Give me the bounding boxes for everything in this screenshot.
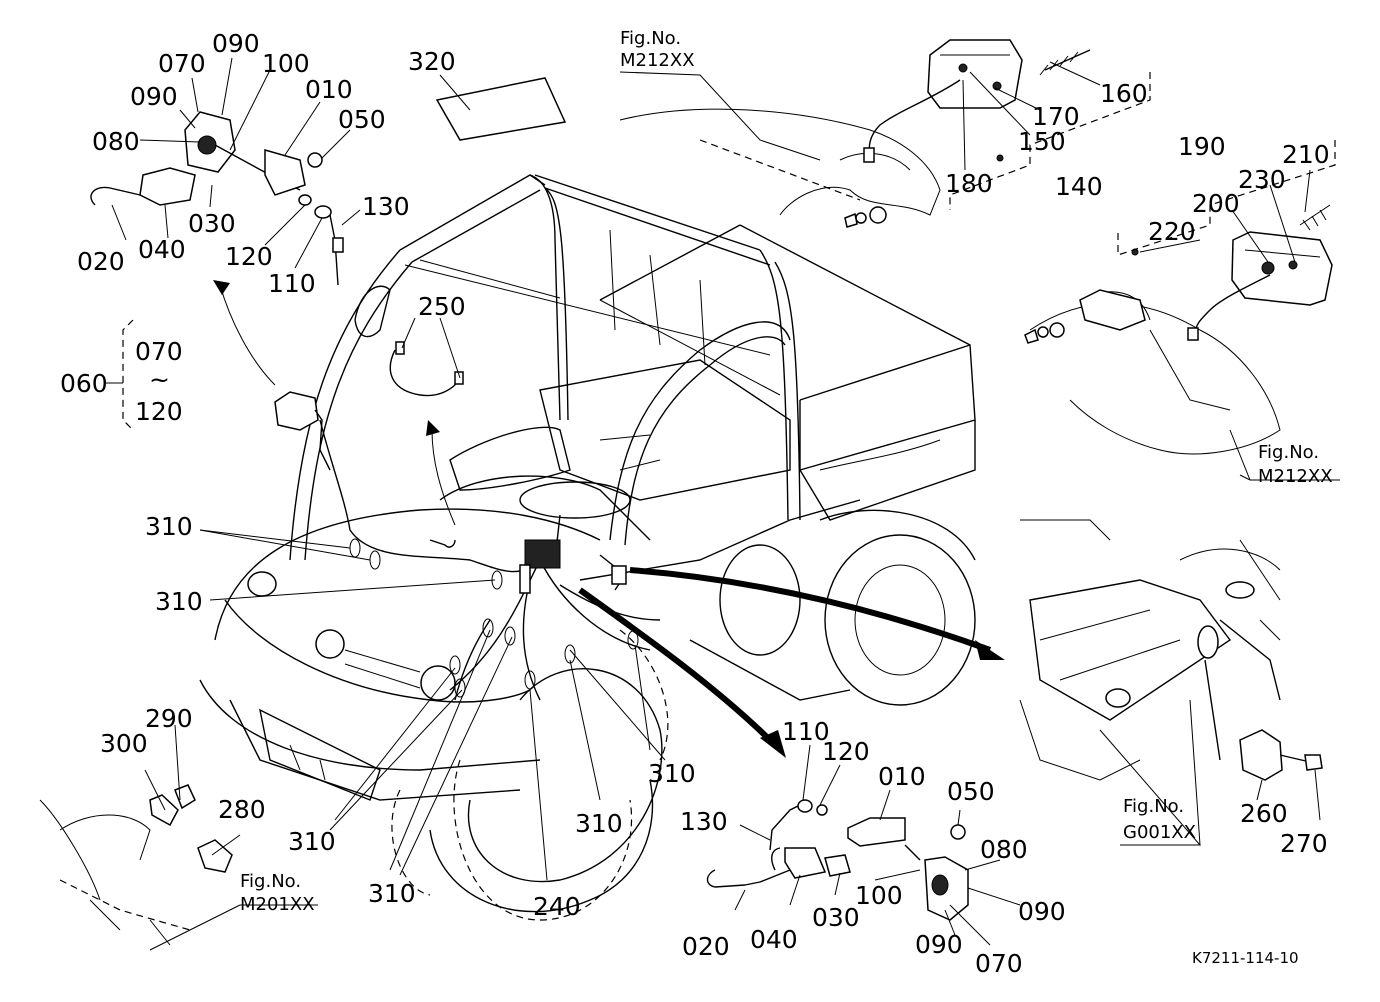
part-label: 280 — [218, 795, 266, 824]
part-label: 050 — [338, 105, 386, 134]
fig-ref-g001-title: Fig.No. — [1123, 796, 1184, 817]
part-label: 110 — [268, 269, 316, 298]
part-label: 090 — [1018, 897, 1066, 926]
part-label: 070 — [975, 949, 1023, 978]
part-label: 290 — [145, 704, 193, 733]
leader-lines — [111, 57, 1340, 951]
part-label: 110 — [782, 717, 830, 746]
part-label: 070 — [135, 337, 183, 366]
part-label: 080 — [92, 127, 140, 156]
part-label: 100 — [262, 49, 310, 78]
part-label: 090 — [915, 930, 963, 959]
lamp-assembly-lower-right — [706, 799, 969, 921]
part-label: 310 — [145, 512, 193, 541]
part-label: 010 — [878, 762, 926, 791]
tail-light-right — [1024, 204, 1333, 344]
part-label: 120 — [822, 737, 870, 766]
part-label: 010 — [305, 75, 353, 104]
decal-320 — [435, 77, 567, 141]
part-label: 240 — [533, 892, 581, 921]
fig-ref-m201-code: M201XX — [240, 894, 315, 915]
fig-ref-right-title: Fig.No. — [1258, 442, 1319, 463]
fig-ref-right-code: M212XX — [1258, 466, 1333, 487]
part-label: 310 — [155, 587, 203, 616]
fig-ref-g001-code: G001XX — [1123, 822, 1196, 843]
range-tilde: ~ — [149, 365, 170, 394]
part-label: 120 — [225, 242, 273, 271]
drawing-code: K7211-114-10 — [1192, 949, 1299, 967]
part-label: 040 — [138, 235, 186, 264]
switch-parts-lower-left — [149, 784, 233, 873]
part-label: 260 — [1240, 799, 1288, 828]
part-label: 040 — [750, 925, 798, 954]
part-label: 080 — [980, 835, 1028, 864]
part-label: 130 — [362, 192, 410, 221]
part-label: 160 — [1100, 79, 1148, 108]
part-label: 020 — [682, 932, 730, 961]
part-label: 050 — [947, 777, 995, 806]
pointer-arrows — [213, 280, 1005, 758]
part-label: 300 — [100, 729, 148, 758]
part-labels: 070 090 100 010 090 050 080 130 030 120 … — [60, 29, 1330, 978]
part-label: 230 — [1238, 165, 1286, 194]
part-label: 310 — [288, 827, 336, 856]
part-label: 030 — [812, 903, 860, 932]
part-label: 140 — [1055, 172, 1103, 201]
part-label: 210 — [1282, 140, 1330, 169]
part-label: 130 — [680, 807, 728, 836]
part-label: 090 — [212, 29, 260, 58]
part-label: 190 — [1178, 132, 1226, 161]
fig-ref-m201-title: Fig.No. — [240, 871, 301, 892]
group-brackets — [106, 72, 1336, 431]
part-label: 310 — [368, 879, 416, 908]
fig-ref-top-title: Fig.No. — [620, 28, 681, 49]
part-label: 070 — [158, 49, 206, 78]
part-label: 030 — [188, 209, 236, 238]
tail-light-upper — [844, 39, 1091, 228]
part-label: 320 — [408, 47, 456, 76]
part-label: 310 — [648, 759, 696, 788]
part-label: 100 — [855, 881, 903, 910]
fig-ref-top-code: M212XX — [620, 50, 695, 71]
part-label: 120 — [135, 397, 183, 426]
part-label: 270 — [1280, 829, 1328, 858]
figure-references: Fig.No. M212XX Fig.No. M212XX Fig.No. G0… — [240, 28, 1333, 915]
part-label: 090 — [130, 82, 178, 111]
wire-harness — [319, 341, 661, 701]
bracket-260 — [1239, 729, 1323, 781]
lamp-assembly-upper-left — [90, 111, 344, 286]
part-label: 200 — [1192, 189, 1240, 218]
part-label: 250 — [418, 292, 466, 321]
part-label: 020 — [77, 247, 125, 276]
part-label: 170 — [1032, 102, 1080, 131]
part-label: 150 — [1018, 127, 1066, 156]
part-label: 060 — [60, 369, 108, 398]
lamp-assembly-on-rops — [274, 391, 331, 471]
part-label: 180 — [945, 169, 993, 198]
part-label: 220 — [1148, 217, 1196, 246]
part-label: 310 — [575, 809, 623, 838]
vehicle-body — [39, 108, 1281, 946]
